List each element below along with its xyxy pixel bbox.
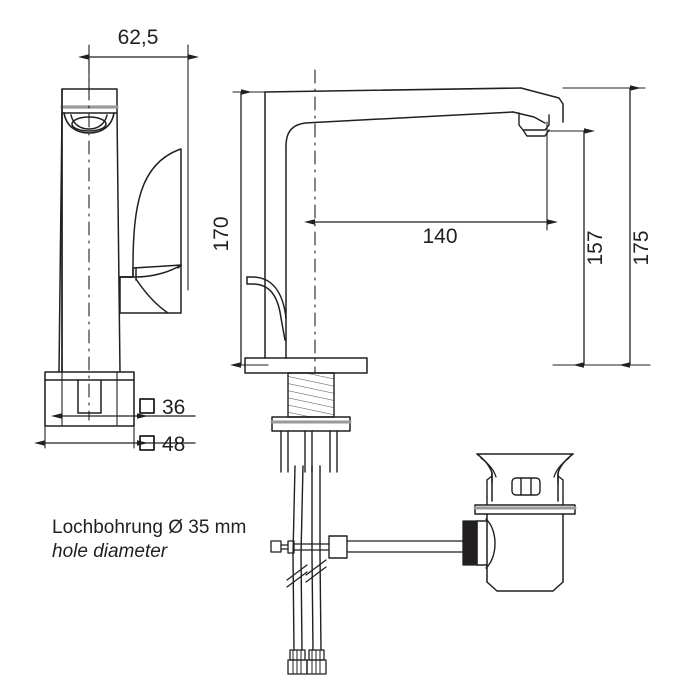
- mounting-plate: [270, 416, 352, 432]
- pop-up-waste-assembly: [473, 453, 577, 592]
- lever-handle: [119, 148, 182, 281]
- square-symbol-36: [139, 398, 155, 414]
- note-hole-diameter-german: Lochbohrung Ø 35 mm: [52, 517, 246, 538]
- dimension-label-157: 157: [584, 230, 607, 265]
- hose-end-fitting-right: [306, 649, 327, 675]
- hose-guide-tubes: [280, 430, 338, 473]
- dimension-label-140: 140: [422, 225, 457, 248]
- dimension-label-36: 36: [162, 396, 185, 419]
- dimension-label-170: 170: [210, 216, 233, 251]
- dimension-label-62-5: 62,5: [118, 26, 159, 49]
- waste-slot: [511, 477, 541, 496]
- flexible-supply-hoses: [286, 465, 327, 675]
- faucet-front-elevation: [44, 59, 182, 427]
- dimension-base-36-48: [34, 371, 196, 449]
- faucet-side-elevation: [244, 69, 564, 473]
- dimension-157: [548, 128, 595, 368]
- base-plate-side: [244, 357, 368, 374]
- lever-handle-side: [246, 276, 287, 341]
- square-symbol-48: [139, 435, 155, 451]
- pop-up-lift-rod: [270, 520, 478, 566]
- dimension-140: [304, 121, 558, 231]
- dimension-170: [230, 89, 269, 368]
- dimension-label-175: 175: [630, 230, 653, 265]
- dimension-62-5: [78, 44, 199, 291]
- dimension-175: [562, 85, 651, 368]
- threaded-shank: [287, 372, 335, 418]
- rod-seal: [462, 520, 478, 566]
- dimension-label-48: 48: [162, 433, 185, 456]
- hose-end-fitting-left: [287, 649, 308, 675]
- note-hole-diameter-english: hole diameter: [52, 541, 168, 562]
